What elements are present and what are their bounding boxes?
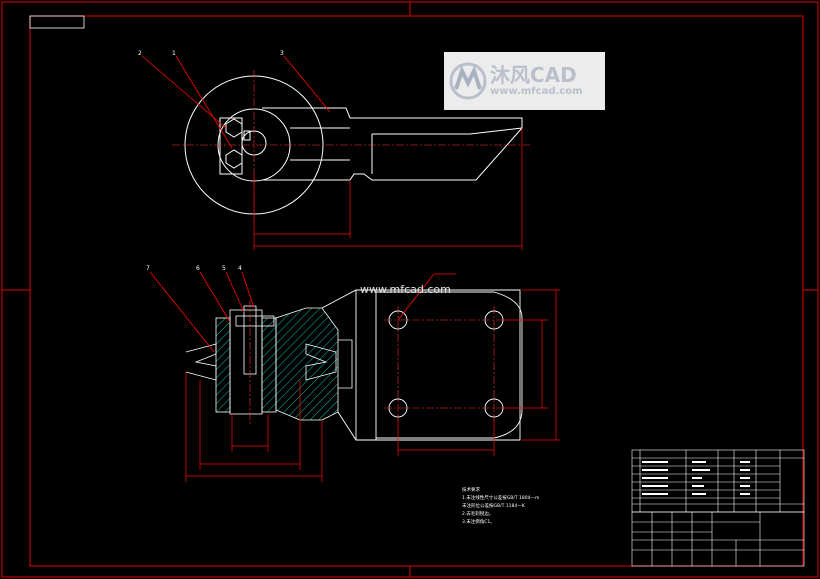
bolt-head-lower: [225, 149, 243, 169]
bom-cell-marks: [642, 461, 750, 495]
label-part-5: 5: [222, 265, 226, 272]
mfcad-logo-icon: [449, 62, 487, 100]
pulley-grooves: [185, 343, 337, 381]
top-labels: 3 2 1: [138, 50, 284, 57]
section-leaders: [149, 271, 456, 353]
bracket-plate: [376, 291, 523, 439]
top-leaders: [141, 55, 331, 149]
bracket-arm: [321, 289, 521, 441]
label-part-2: 2: [138, 50, 142, 57]
tech-note-line: 3.未注倒角C1。: [462, 520, 495, 525]
bracket-web: [338, 339, 353, 389]
section-centerlines: [249, 300, 508, 424]
lever-taper: [371, 127, 523, 174]
top-dimensions: [253, 128, 523, 250]
section-dimensions: [185, 289, 560, 482]
watermark-brand: 沐风CAD: [490, 63, 577, 87]
label-part-1: 1: [172, 50, 176, 57]
lever-slot: [290, 127, 350, 161]
tech-note-line: 2.去毛刺锐边。: [462, 512, 494, 517]
hub-section-right: [261, 317, 277, 413]
technical-notes: 技术要求 1.未注线性尺寸公差按GB/T 1804—m 未注形位公差按GB/T …: [462, 487, 539, 527]
inner-frame: [29, 15, 804, 567]
label-part-3: 3: [280, 50, 284, 57]
section-labels: 7 6 5 4: [146, 265, 242, 272]
hub-section-left: [215, 317, 231, 413]
section-view: [185, 289, 523, 441]
hatched-casting: [275, 307, 339, 421]
bom-table: [631, 449, 805, 513]
site-label: www.mfcad.com: [360, 283, 451, 296]
bolt-head-upper: [225, 118, 243, 138]
label-part-4: 4: [238, 265, 242, 272]
label-part-7: 7: [146, 265, 150, 272]
label-part-6: 6: [196, 265, 200, 272]
bolt-bracket: [219, 117, 243, 175]
bore-section: [229, 309, 263, 415]
bolt-head-section: [235, 315, 275, 327]
tech-notes-title: 技术要求: [462, 488, 480, 493]
title-block: [631, 511, 805, 567]
keyway: [243, 130, 251, 141]
tech-note-line: 未注形位公差按GB/T 1184—K: [462, 504, 525, 509]
tech-note-line: 1.未注线性尺寸公差按GB/T 1804—m: [462, 496, 540, 501]
watermark-box: 沐风CAD www.mfcad.com: [444, 52, 605, 110]
corner-box: [29, 15, 85, 29]
lever-body: [262, 107, 523, 181]
watermark-url: www.mfcad.com: [490, 86, 583, 97]
